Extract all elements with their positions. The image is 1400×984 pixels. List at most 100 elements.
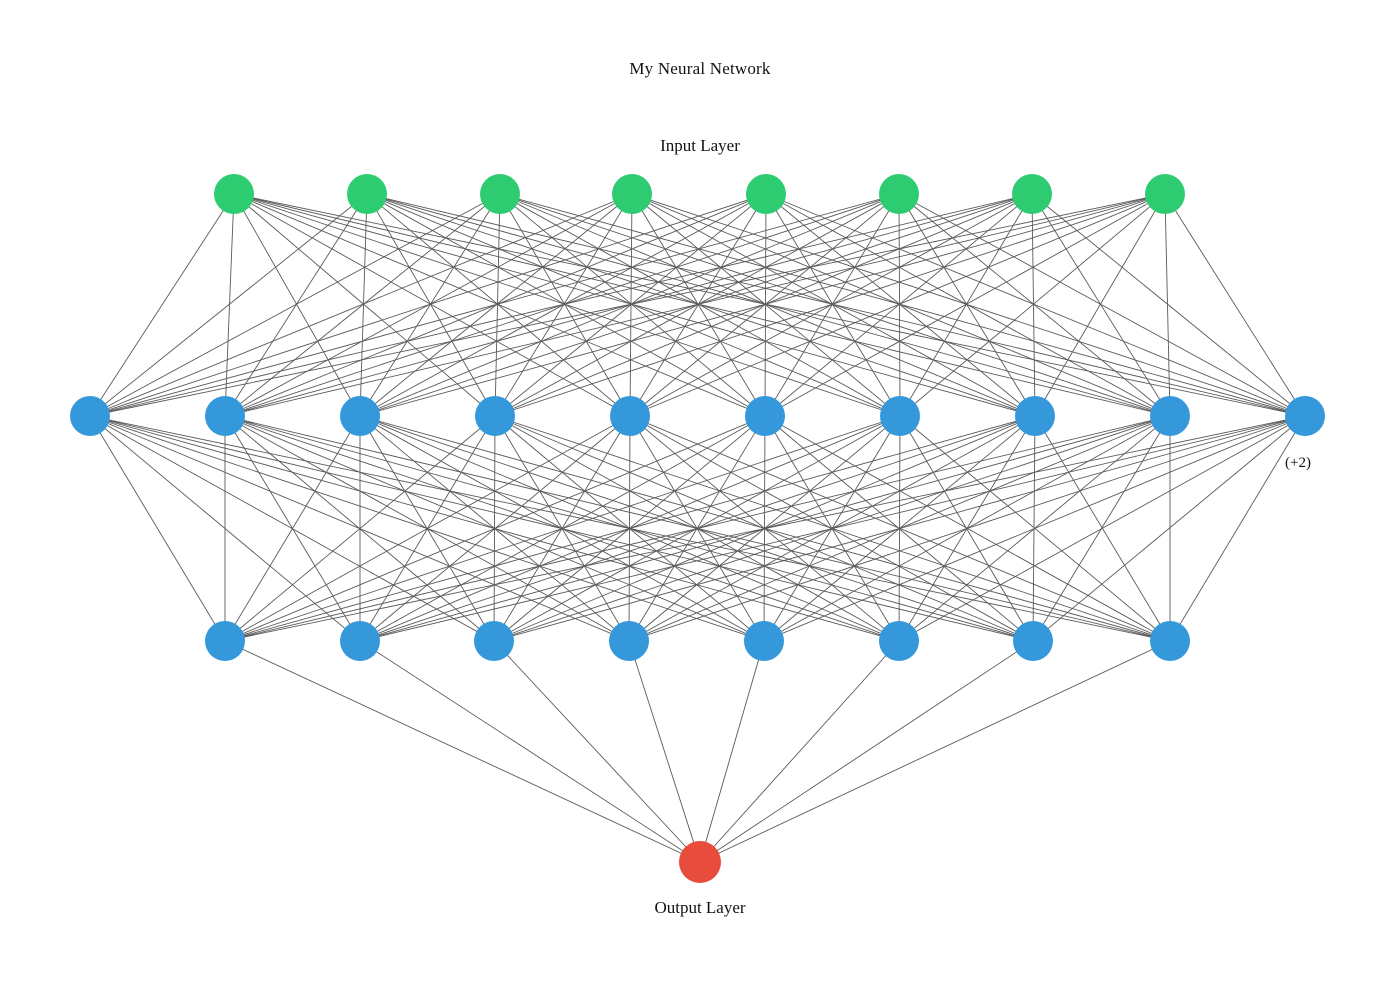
network-edge — [224, 415, 766, 642]
network-edge — [499, 193, 1036, 417]
network-edge — [224, 193, 501, 417]
network-node-input-5[interactable] — [746, 174, 786, 214]
network-edge — [628, 640, 701, 863]
edges-group — [89, 193, 1306, 863]
network-edge — [765, 193, 1171, 417]
network-node-input-8[interactable] — [1145, 174, 1185, 214]
network-node-hidden-10[interactable] — [1285, 396, 1325, 436]
input-layer-label: Input Layer — [660, 136, 740, 155]
network-edge — [499, 193, 766, 417]
network-edge — [629, 193, 767, 417]
network-node-hidden-5[interactable] — [744, 621, 784, 661]
network-edge — [366, 193, 496, 417]
network-edge — [898, 193, 1171, 417]
network-node-input-4[interactable] — [612, 174, 652, 214]
network-edge — [1169, 415, 1306, 642]
network-node-hidden-8[interactable] — [1015, 396, 1055, 436]
network-node-hidden-7[interactable] — [1013, 621, 1053, 661]
network-edge — [359, 193, 501, 417]
network-node-hidden-4[interactable] — [475, 396, 515, 436]
network-edge — [366, 193, 631, 417]
network-edge — [366, 193, 901, 417]
network-edge — [359, 415, 1306, 642]
network-edge — [764, 193, 1166, 417]
network-edge — [224, 640, 701, 863]
network-edge — [224, 415, 1306, 642]
network-edge — [233, 193, 361, 417]
network-edge — [1164, 193, 1306, 417]
network-edge — [89, 415, 226, 642]
network-edge — [898, 193, 1036, 417]
network-edge — [1034, 193, 1166, 417]
network-node-hidden-6[interactable] — [879, 621, 919, 661]
network-edge — [628, 415, 1306, 642]
network-edge — [899, 193, 1166, 417]
network-node-hidden-3[interactable] — [340, 396, 380, 436]
network-node-hidden-1[interactable] — [70, 396, 110, 436]
network-edge — [493, 640, 701, 863]
network-edge — [359, 640, 701, 863]
network-node-output-1[interactable] — [679, 841, 721, 883]
network-edge — [699, 640, 765, 863]
network-edge — [898, 193, 1306, 417]
network-edge — [89, 193, 235, 417]
network-edge — [366, 193, 1036, 417]
network-edge — [366, 193, 766, 417]
network-edge — [699, 640, 1034, 863]
network-edge — [224, 415, 496, 642]
network-edge — [499, 193, 1171, 417]
network-edge — [89, 193, 633, 417]
network-node-hidden-7[interactable] — [880, 396, 920, 436]
network-node-input-3[interactable] — [480, 174, 520, 214]
network-edge — [233, 193, 766, 417]
network-node-hidden-5[interactable] — [610, 396, 650, 436]
network-edge — [764, 193, 900, 417]
network-edge — [89, 193, 1033, 417]
network-edge — [499, 193, 1306, 417]
network-edge — [89, 193, 368, 417]
network-edge — [765, 193, 901, 417]
network-edge — [233, 193, 631, 417]
network-edge — [224, 415, 361, 642]
network-node-hidden-2[interactable] — [340, 621, 380, 661]
network-edge — [224, 415, 631, 642]
network-edge — [1031, 193, 1171, 417]
network-edge — [224, 193, 1166, 417]
network-edge — [89, 193, 501, 417]
network-node-hidden-2[interactable] — [205, 396, 245, 436]
network-edge — [89, 193, 767, 417]
output-layer-label: Output Layer — [654, 898, 746, 917]
network-edge — [629, 193, 1166, 417]
network-edge — [224, 415, 901, 642]
network-node-hidden-3[interactable] — [474, 621, 514, 661]
network-edge — [89, 193, 1166, 417]
network-edge — [765, 193, 1036, 417]
network-edge — [493, 415, 1306, 642]
network-edge — [224, 415, 1036, 642]
network-edge — [1031, 193, 1306, 417]
network-node-input-1[interactable] — [214, 174, 254, 214]
page-title: My Neural Network — [629, 59, 771, 78]
network-node-input-2[interactable] — [347, 174, 387, 214]
network-node-hidden-1[interactable] — [205, 621, 245, 661]
network-edge — [898, 415, 1306, 642]
network-node-hidden-4[interactable] — [609, 621, 649, 661]
network-node-hidden-6[interactable] — [745, 396, 785, 436]
network-edge — [233, 193, 496, 417]
network-edge — [359, 193, 1166, 417]
network-edge — [699, 640, 900, 863]
network-node-hidden-8[interactable] — [1150, 621, 1190, 661]
network-node-input-7[interactable] — [1012, 174, 1052, 214]
network-edge — [89, 193, 900, 417]
network-edge — [1032, 415, 1306, 642]
network-edge — [499, 193, 901, 417]
network-node-input-6[interactable] — [879, 174, 919, 214]
network-edge — [494, 193, 1166, 417]
network-node-hidden-9[interactable] — [1150, 396, 1190, 436]
network-edge — [763, 415, 1306, 642]
network-edge — [1164, 193, 1171, 417]
network-edge — [765, 193, 1306, 417]
network-edge — [224, 415, 1171, 642]
